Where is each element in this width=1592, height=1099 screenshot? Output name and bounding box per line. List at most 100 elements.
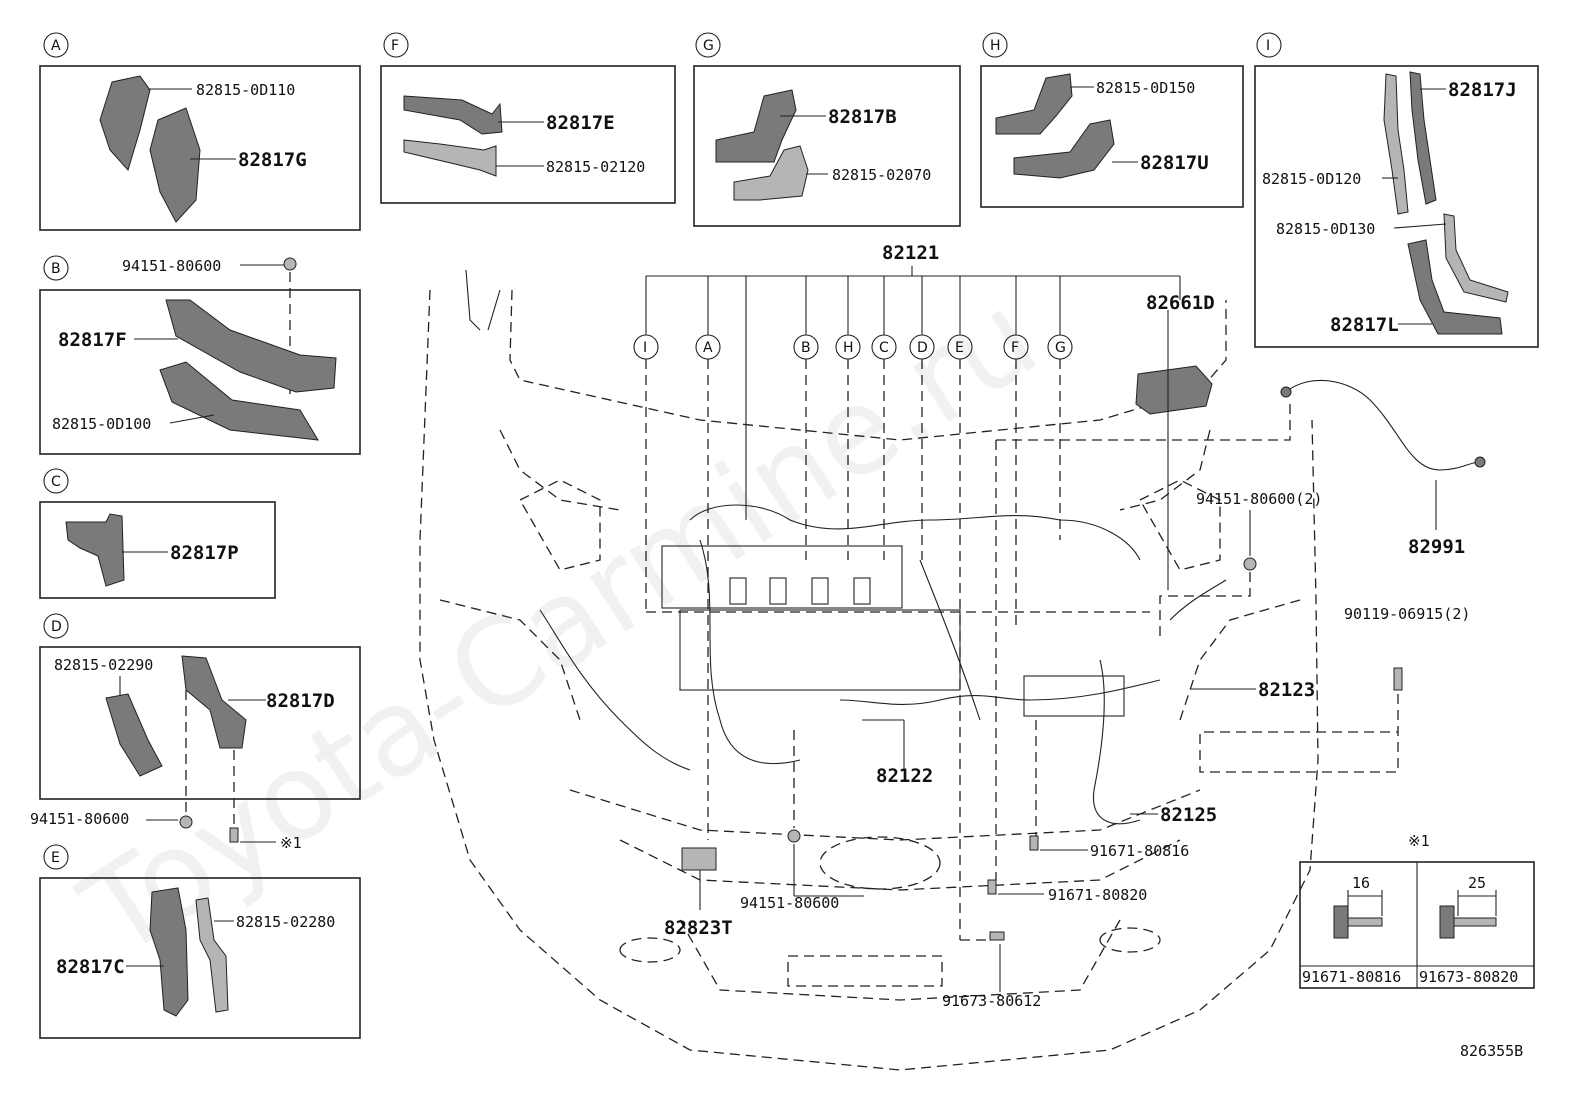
group-a-box (39, 65, 361, 231)
part-82815-0d120-shape (1383, 73, 1409, 215)
part-82815-0d110-shape (99, 75, 151, 171)
circle-e: E (955, 340, 964, 356)
bolt-shank-icon (1453, 917, 1497, 927)
note-1-dim-right: 25 (1468, 874, 1486, 892)
label-82817u: 82817U (1140, 152, 1209, 174)
label-94151-80600-d: 94151-80600 (30, 810, 129, 828)
label-82991: 82991 (1408, 536, 1465, 558)
label-94151-80600-2: 94151-80600(2) (1196, 490, 1322, 508)
circle-d: D (917, 340, 928, 356)
label-82823t: 82823T (664, 917, 733, 939)
part-82823t-shape (681, 847, 717, 871)
group-i-box (1254, 65, 1539, 348)
group-e-letter: E (51, 850, 60, 866)
group-g-box (693, 65, 961, 227)
bolt-icon (987, 879, 997, 895)
group-a-letter: A (51, 38, 61, 54)
group-h: H 82815-0D150 82817U (980, 32, 1244, 208)
group-h-letter: H (990, 38, 1001, 54)
label-82121: 82121 (882, 242, 939, 264)
bottom-callouts: 82122 91671-80816 91671-80820 94151-8060… (664, 719, 1189, 1010)
label-82817p: 82817P (170, 542, 239, 564)
group-a: A 82815-0D110 82817G (39, 32, 361, 231)
group-g: G 82817B 82815-02070 (693, 32, 961, 227)
engine-bay-outline (419, 269, 1319, 1071)
bolt-icon (1029, 835, 1039, 851)
nut-icon (1243, 557, 1257, 571)
part-82817p-shape (65, 513, 125, 587)
note-1-mark: ※1 (1408, 832, 1430, 850)
group-d-box (39, 646, 361, 800)
bolt-icon (989, 931, 1005, 941)
group-f-box (380, 65, 676, 204)
note-1-part-left: 91671-80816 (1302, 968, 1401, 986)
diagram-id: 826355B (1460, 1042, 1523, 1060)
part-82815-02070-shape (733, 145, 809, 201)
group-h-box (980, 65, 1244, 208)
part-82815-0d130-shape (1443, 213, 1509, 303)
label-82817f: 82817F (58, 329, 127, 351)
group-b: B 94151-80600 82817F 82815-0D100 (39, 255, 361, 455)
part-82815-0d150-shape (995, 73, 1073, 135)
part-82817d-shape (181, 655, 247, 749)
circle-h: H (843, 340, 854, 356)
harness-leaders (645, 359, 1291, 940)
part-82817c-shape (149, 887, 189, 1017)
bolt-shank-icon (1347, 917, 1383, 927)
label-82815-0d130: 82815-0D130 (1276, 220, 1375, 238)
label-91671-80816: 91671-80816 (1090, 842, 1189, 860)
label-82123: 82123 (1258, 679, 1315, 701)
group-i-letter: I (1266, 38, 1270, 54)
part-82815-02290-shape (105, 693, 163, 777)
label-82817g: 82817G (238, 149, 307, 171)
nut-icon (787, 829, 801, 843)
group-b-letter: B (51, 261, 61, 277)
circle-i: I (643, 340, 647, 356)
circle-b: B (801, 340, 811, 356)
group-a-circle (43, 32, 69, 58)
group-c-box (39, 501, 276, 599)
label-82817l: 82817L (1330, 314, 1399, 336)
part-82817e-shape (403, 95, 503, 135)
circle-a: A (703, 340, 713, 356)
part-82817b-shape (715, 89, 797, 163)
label-82815-0d120: 82815-0D120 (1262, 170, 1361, 188)
part-82817u-shape (1013, 119, 1115, 179)
label-82122: 82122 (876, 765, 933, 787)
note-1-box: ※1 16 25 91671-80816 91673-80820 (1299, 832, 1535, 989)
group-c: C 82817P (39, 468, 276, 599)
nut-icon (283, 257, 297, 271)
group-e-box (39, 877, 361, 1039)
label-82815-0d110: 82815-0D110 (196, 81, 295, 99)
group-f: F 82817E 82815-02120 (380, 32, 676, 204)
nut-icon (179, 815, 193, 829)
label-82815-0d150: 82815-0D150 (1096, 79, 1195, 97)
label-90119-06915-2: 90119-06915(2) (1344, 605, 1470, 623)
label-82817e: 82817E (546, 112, 615, 134)
label-82815-02070: 82815-02070 (832, 166, 931, 184)
engine-harness (539, 365, 1486, 871)
label-82815-02290: 82815-02290 (54, 656, 153, 674)
part-82815-02280-shape (195, 897, 229, 1013)
circle-g: G (1055, 340, 1066, 356)
bolt-icon (1393, 667, 1403, 691)
circle-c: C (879, 340, 889, 356)
group-g-letter: G (703, 38, 714, 54)
part-82661d-shape (1135, 365, 1213, 415)
watermark: Toyota-Carmine.ru (59, 267, 1060, 985)
part-82817j-shape (1409, 71, 1437, 205)
part-82815-0d100-shape (159, 361, 319, 441)
label-82817b: 82817B (828, 106, 897, 128)
label-91673-80612: 91673-80612 (942, 992, 1041, 1010)
harness-82121-index: 82121 82661D (645, 242, 1215, 590)
group-d-letter: D (51, 619, 62, 635)
part-82817l-shape (1407, 239, 1503, 335)
bolt-head-icon (1439, 905, 1455, 939)
part-82991-shape (1285, 379, 1481, 471)
group-i: I 82817J 82815-0D120 82815-0D130 82817L (1254, 32, 1539, 348)
right-callouts: 94151-80600(2) 82991 90119-06915(2) 8212… (1130, 480, 1470, 826)
label-94151-80600-bottom: 94151-80600 (740, 894, 839, 912)
label-note1-ref: ※1 (280, 834, 302, 852)
